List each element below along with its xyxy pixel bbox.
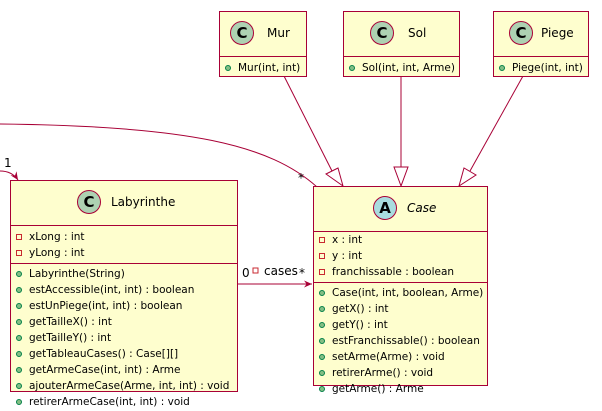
class-piege-header: C Piege bbox=[494, 12, 588, 57]
public-visibility-icon bbox=[16, 271, 22, 277]
public-visibility-icon bbox=[16, 303, 22, 309]
public-visibility-icon bbox=[16, 399, 22, 405]
class-sol-methods: Sol(int, int, Arme) bbox=[344, 57, 459, 76]
public-visibility-icon bbox=[16, 287, 22, 293]
multiplicity-cases-target: * bbox=[299, 266, 305, 280]
method-row: Sol(int, int, Arme) bbox=[344, 60, 459, 76]
class-name: Labyrinthe bbox=[111, 195, 176, 209]
class-labyrinthe-header: C Labyrinthe bbox=[11, 181, 237, 226]
class-stereotype-icon: C bbox=[509, 21, 533, 45]
association-role-cases: cases bbox=[264, 264, 298, 278]
method-row: estFranchissable() : boolean bbox=[314, 333, 487, 349]
generalization-arrowhead-piege bbox=[458, 167, 477, 188]
class-sol-header: C Sol bbox=[344, 12, 459, 57]
public-visibility-icon bbox=[319, 322, 325, 328]
class-name: Case bbox=[407, 201, 437, 215]
attribute-row: franchissable : boolean bbox=[314, 264, 487, 280]
method-row: Labyrinthe(String) bbox=[11, 266, 237, 282]
method-row: estUnPiege(int, int) : boolean bbox=[11, 298, 237, 314]
method-row: setArme(Arme) : void bbox=[314, 349, 487, 365]
private-visibility-icon bbox=[319, 237, 325, 243]
class-labyrinthe[interactable]: C Labyrinthe xLong : int yLong : int Lab… bbox=[10, 180, 238, 408]
class-case[interactable]: A Case x : int y : int franchissable : b… bbox=[313, 186, 488, 395]
multiplicity-outer-source: 1 bbox=[4, 156, 12, 170]
class-piege-methods: Piege(int, int) bbox=[494, 57, 588, 76]
method-row: getX() : int bbox=[314, 301, 487, 317]
class-stereotype-icon: C bbox=[77, 190, 101, 214]
method-row: getArme() : Arme bbox=[314, 381, 487, 397]
method-row: retirerArmeCase(int, int) : void bbox=[11, 394, 237, 410]
method-row: getTailleY() : int bbox=[11, 330, 237, 346]
class-mur-header: C Mur bbox=[220, 12, 306, 57]
public-visibility-icon bbox=[319, 354, 325, 360]
public-visibility-icon bbox=[319, 338, 325, 344]
method-row: Case(int, int, boolean, Arme) bbox=[314, 285, 487, 301]
class-labyrinthe-attributes: xLong : int yLong : int bbox=[11, 226, 237, 264]
public-visibility-icon bbox=[225, 65, 231, 71]
method-row: estAccessible(int, int) : boolean bbox=[11, 282, 237, 298]
association-private-marker bbox=[252, 267, 259, 274]
class-case-attributes: x : int y : int franchissable : boolean bbox=[314, 232, 487, 283]
method-row: ajouterArmeCase(Arme, int, int) : void bbox=[11, 378, 237, 394]
class-stereotype-icon: C bbox=[230, 21, 254, 45]
abstract-stereotype-icon: A bbox=[373, 196, 397, 220]
class-piege[interactable]: C Piege Piege(int, int) bbox=[493, 11, 589, 77]
public-visibility-icon bbox=[16, 335, 22, 341]
method-row: getY() : int bbox=[314, 317, 487, 333]
public-visibility-icon bbox=[16, 351, 22, 357]
method-row: getTableauCases() : Case[][] bbox=[11, 346, 237, 362]
class-labyrinthe-methods: Labyrinthe(String) estAccessible(int, in… bbox=[11, 264, 237, 410]
class-mur-methods: Mur(int, int) bbox=[220, 57, 306, 76]
class-stereotype-icon: C bbox=[370, 21, 394, 45]
attribute-row: yLong : int bbox=[11, 245, 237, 261]
method-row: retirerArme() : void bbox=[314, 365, 487, 381]
method-row: Piege(int, int) bbox=[494, 60, 588, 76]
public-visibility-icon bbox=[499, 65, 505, 71]
association-offscreen-to-labyrinthe bbox=[0, 170, 19, 181]
generalization-arrowhead-mur bbox=[325, 167, 344, 188]
public-visibility-icon bbox=[319, 290, 325, 296]
generalization-mur-to-case bbox=[283, 75, 333, 172]
public-visibility-icon bbox=[16, 319, 22, 325]
class-case-methods: Case(int, int, boolean, Arme) getX() : i… bbox=[314, 283, 487, 397]
attribute-row: xLong : int bbox=[11, 229, 237, 245]
generalization-piege-to-case bbox=[469, 75, 524, 172]
class-name: Mur bbox=[267, 26, 290, 40]
method-row: Mur(int, int) bbox=[220, 60, 306, 76]
class-mur[interactable]: C Mur Mur(int, int) bbox=[219, 11, 307, 77]
attribute-row: x : int bbox=[314, 232, 487, 248]
class-case-header: A Case bbox=[314, 187, 487, 232]
private-visibility-icon bbox=[319, 269, 325, 275]
public-visibility-icon bbox=[319, 386, 325, 392]
public-visibility-icon bbox=[16, 383, 22, 389]
private-visibility-icon bbox=[16, 250, 22, 256]
public-visibility-icon bbox=[319, 370, 325, 376]
class-sol[interactable]: C Sol Sol(int, int, Arme) bbox=[343, 11, 460, 77]
class-name: Sol bbox=[408, 26, 427, 40]
generalization-arrowhead-sol bbox=[393, 166, 409, 188]
association-offscreen-to-case bbox=[0, 123, 318, 188]
private-visibility-icon bbox=[319, 253, 325, 259]
attribute-row: y : int bbox=[314, 248, 487, 264]
method-row: getArmeCase(int, int) : Arme bbox=[11, 362, 237, 378]
private-visibility-icon bbox=[16, 234, 22, 240]
class-name: Piege bbox=[541, 26, 574, 40]
method-row: getTailleX() : int bbox=[11, 314, 237, 330]
multiplicity-outer-target: * bbox=[298, 171, 304, 185]
public-visibility-icon bbox=[16, 367, 22, 373]
multiplicity-cases-source: 0 bbox=[242, 266, 250, 280]
public-visibility-icon bbox=[319, 306, 325, 312]
public-visibility-icon bbox=[349, 65, 355, 71]
